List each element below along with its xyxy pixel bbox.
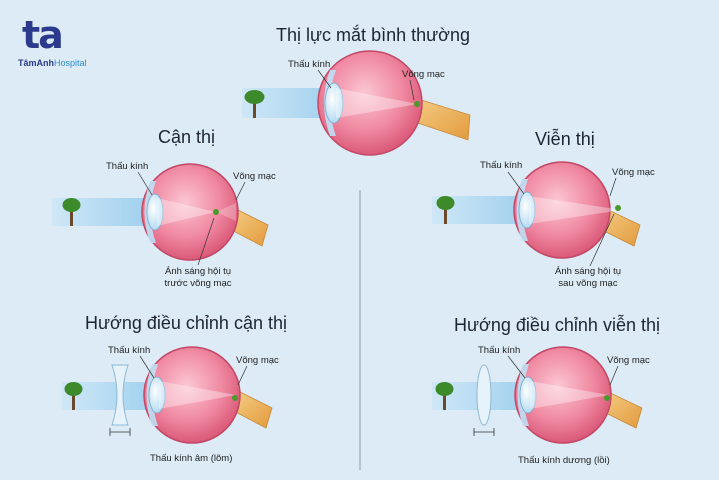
- label-retina-hyperopia-correction: Võng mạc: [607, 355, 650, 366]
- eye-hyperopia-correction: [432, 346, 643, 444]
- title-hyperopia: Viễn thị: [535, 129, 595, 149]
- label-focus-hyperopia-line2: sau võng mạc: [558, 278, 618, 289]
- brand-name-main: TâmAnh: [18, 58, 54, 68]
- focus-point: [414, 101, 420, 107]
- label-focus-hyperopia: Ánh sáng hội tụ sau võng mạc: [548, 266, 628, 290]
- light-cone: [159, 381, 236, 409]
- concave-lens: [111, 364, 129, 426]
- label-lens-myopia-correction: Thấu kính: [108, 345, 151, 356]
- focus-point: [604, 395, 610, 401]
- lens: [148, 376, 166, 414]
- eye-myopia: [52, 163, 269, 266]
- label-lens-hyperopia: Thấu kính: [480, 160, 523, 171]
- eye-myopia-correction: [62, 346, 273, 444]
- light-cone: [529, 196, 622, 224]
- label-lens-myopia: Thấu kính: [106, 161, 149, 172]
- label-retina-myopia-correction: Võng mạc: [236, 355, 279, 366]
- eyeball: [513, 161, 611, 259]
- tree-icon: [436, 196, 455, 224]
- focus-point: [615, 205, 621, 211]
- eye-normal: [242, 50, 471, 156]
- label-convex-lens: Thấu kính dương (lồi): [518, 455, 610, 466]
- title-normal-vision: Thị lực mắt bình thường: [276, 25, 470, 45]
- brand-logo: ta: [22, 13, 64, 57]
- light-cone: [530, 381, 609, 409]
- lens: [146, 193, 164, 231]
- label-focus-myopia: Ánh sáng hội tụ trước võng mạc: [158, 266, 238, 290]
- eyeball: [143, 346, 241, 444]
- tree-icon: [64, 382, 83, 410]
- brand-name: TâmAnhHospital: [18, 58, 87, 68]
- title-myopia-correction: Hướng điều chỉnh cận thị: [85, 313, 287, 333]
- label-lens-normal: Thấu kính: [288, 59, 331, 70]
- label-retina-hyperopia: Võng mạc: [612, 167, 655, 178]
- eyeball: [317, 50, 423, 156]
- brand-name-suffix: Hospital: [54, 58, 87, 68]
- label-retina-myopia: Võng mạc: [233, 171, 276, 182]
- title-hyperopia-correction: Hướng điều chỉnh viễn thị: [454, 315, 660, 335]
- light-cone: [336, 88, 418, 118]
- lens: [518, 191, 536, 229]
- label-focus-myopia-line2: trước võng mạc: [164, 278, 232, 289]
- eyeball: [141, 163, 239, 261]
- light-cone: [157, 198, 216, 226]
- label-focus-myopia-line1: Ánh sáng hội tụ: [164, 266, 232, 277]
- label-retina-normal: Võng mạc: [402, 69, 445, 80]
- focus-point: [213, 209, 219, 215]
- label-lens-hyperopia-correction: Thấu kính: [478, 345, 521, 356]
- eyeball: [514, 346, 612, 444]
- focus-point: [232, 395, 238, 401]
- label-concave-lens: Thấu kính âm (lõm): [150, 453, 233, 464]
- convex-lens: [476, 364, 492, 426]
- eye-hyperopia: [432, 161, 641, 267]
- label-focus-hyperopia-line1: Ánh sáng hội tụ: [554, 266, 622, 277]
- title-myopia: Cận thị: [158, 127, 216, 147]
- tree-icon: [244, 90, 265, 118]
- tree-icon: [435, 382, 454, 410]
- lens: [519, 376, 537, 414]
- tree-icon: [62, 198, 81, 226]
- lens: [324, 82, 344, 124]
